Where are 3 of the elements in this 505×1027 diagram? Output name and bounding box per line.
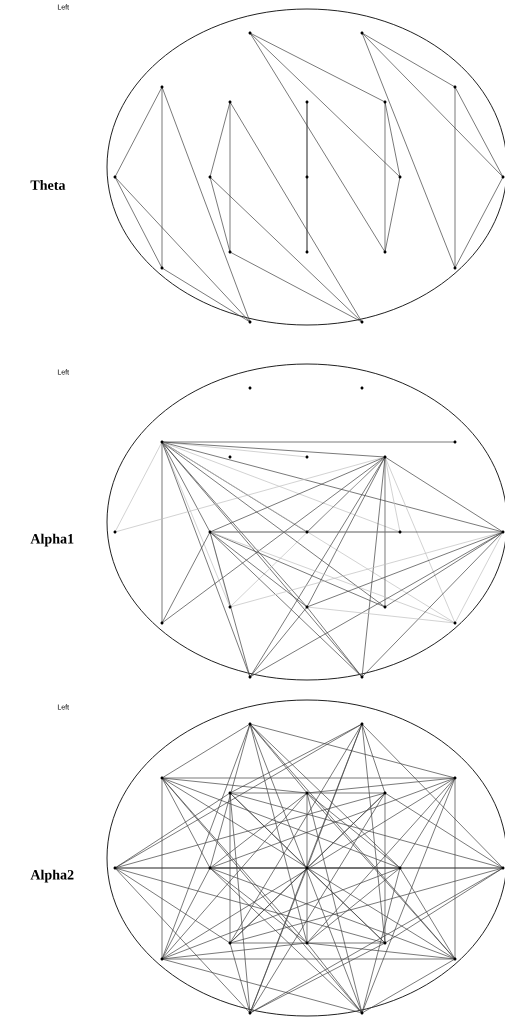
- band-label: Alpha2: [30, 869, 74, 883]
- band-label: Alpha1: [30, 533, 74, 547]
- band-label: Theta: [30, 180, 66, 190]
